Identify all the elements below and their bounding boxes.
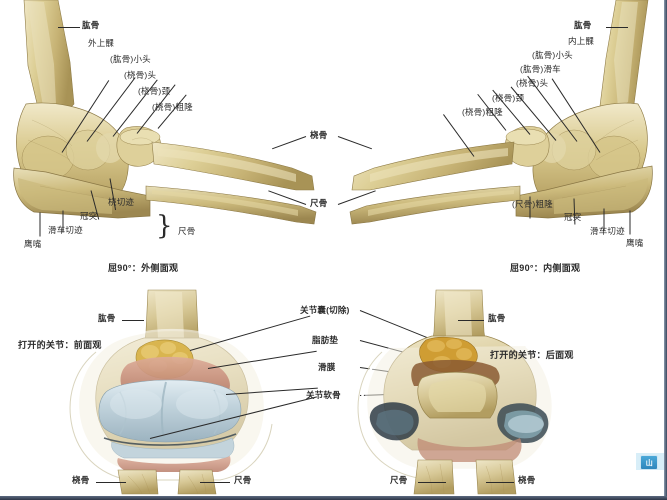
leader-line xyxy=(629,210,631,235)
label-ulna-center: 尺骨 xyxy=(310,198,328,208)
label-radius: 桡骨 xyxy=(72,475,90,485)
leader-line xyxy=(122,320,144,321)
label-ulna: 尺骨 xyxy=(390,475,408,485)
ulna-brace: } xyxy=(156,211,173,241)
label-radial-head: (桡骨)头 xyxy=(516,78,549,88)
label-coronoid-process: 冠突 xyxy=(80,211,98,221)
page-border-right xyxy=(664,0,667,500)
caption-top-right: 屈90°：内侧面观 xyxy=(510,263,581,273)
label-lateral-epicondyle: 外上髁 xyxy=(88,38,115,48)
leader-line xyxy=(606,27,628,28)
label-synovium: 滑膜 xyxy=(318,362,336,372)
label-humerus: 肱骨 xyxy=(98,313,116,323)
caption-bottom-left: 打开的关节：前面观 xyxy=(18,340,102,350)
label-trochlear-notch: 滑车切迹 xyxy=(48,225,83,235)
panel-top-right: 肱骨 内上髁 (肱骨)小头 (肱骨)滑车 (桡骨)头 (桡骨)颈 (桡骨)粗隆 … xyxy=(334,0,667,285)
leader-line xyxy=(418,482,446,483)
caption-top-left: 屈90°：外侧面观 xyxy=(108,263,179,273)
leader-line xyxy=(96,482,126,483)
watermark-badge: 山 xyxy=(640,455,658,470)
label-joint-capsule: 关节囊(切除) xyxy=(300,305,350,315)
label-radial-neck: (桡骨)颈 xyxy=(492,93,525,103)
label-ulnar-tuberosity: (尺骨)粗隆 xyxy=(512,199,553,209)
label-capitulum: (肱骨)小头 xyxy=(110,54,151,64)
panel-top-left: 肱骨 外上髁 (肱骨)小头 (桡骨)头 (桡骨)颈 (桡骨)粗隆 鹰嘴 滑车切迹… xyxy=(0,0,334,285)
leader-line xyxy=(458,320,484,321)
label-olecranon: 鹰嘴 xyxy=(24,239,42,249)
label-radial-neck: (桡骨)颈 xyxy=(138,86,171,96)
label-articular-cartilage: 关节软骨 xyxy=(306,390,341,400)
open-joint-anterior-illustration xyxy=(69,289,273,495)
panel-bottom-left: 肱骨 打开的关节：前面观 桡骨 尺骨 xyxy=(0,288,334,496)
label-fat-pad: 脂肪垫 xyxy=(312,335,339,345)
label-ulna: 尺骨 xyxy=(178,226,196,236)
label-ulna: 尺骨 xyxy=(234,475,252,485)
leader-line xyxy=(486,482,514,483)
open-joint-posterior-illustration xyxy=(357,289,559,495)
leader-line xyxy=(200,482,230,483)
leader-line xyxy=(58,27,80,28)
label-trochlea: (肱骨)滑车 xyxy=(520,64,561,74)
label-radius: 桡骨 xyxy=(518,475,536,485)
label-capitulum: (肱骨)小头 xyxy=(532,50,573,60)
label-humerus: 肱骨 xyxy=(82,20,100,30)
elbow-medial-illustration xyxy=(349,0,653,225)
label-humerus: 肱骨 xyxy=(574,20,592,30)
page-border-bottom xyxy=(0,496,667,500)
caption-bottom-right: 打开的关节：后面观 xyxy=(490,350,574,360)
panel-bottom-right: 肱骨 打开的关节：后面观 尺骨 桡骨 xyxy=(334,288,667,496)
elbow-lateral-illustration xyxy=(13,0,317,225)
label-trochlear-notch: 滑车切迹 xyxy=(590,226,625,236)
leader-line xyxy=(39,212,41,237)
label-radius-center: 桡骨 xyxy=(310,130,328,140)
label-coronoid-process: 冠突 xyxy=(564,212,582,222)
label-olecranon: 鹰嘴 xyxy=(626,238,644,248)
label-radial-tuberosity: (桡骨)粗隆 xyxy=(462,107,503,117)
label-radial-head: (桡骨)头 xyxy=(124,70,157,80)
label-humerus: 肱骨 xyxy=(488,313,506,323)
label-medial-epicondyle: 内上髁 xyxy=(568,36,595,46)
label-radial-notch: 桡切迹 xyxy=(108,197,135,207)
label-radial-tuberosity: (桡骨)粗隆 xyxy=(152,102,193,112)
